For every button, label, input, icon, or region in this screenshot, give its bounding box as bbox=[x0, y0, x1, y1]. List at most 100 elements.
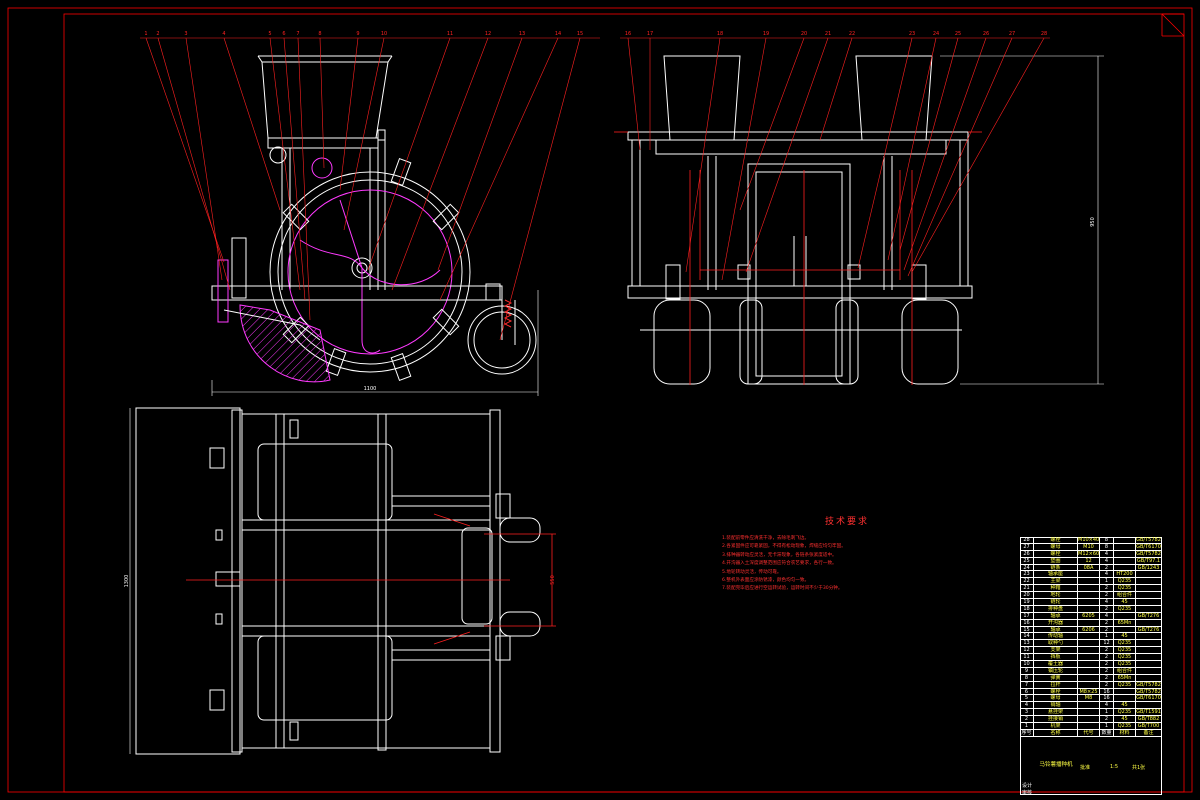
bom-cell-code bbox=[1078, 654, 1100, 661]
bom-cell-name: 轴承 bbox=[1034, 612, 1078, 619]
part-balloon: 17 bbox=[647, 31, 653, 37]
bom-cell-no: 11 bbox=[1020, 654, 1034, 661]
part-balloon: 6 bbox=[282, 31, 285, 37]
bom-cell-code: M12×60 bbox=[1078, 550, 1100, 557]
checked-by-label: 审核 bbox=[1022, 790, 1033, 796]
bom-cell-name: 弹簧 bbox=[1034, 674, 1078, 681]
bom-cell-code: 12 bbox=[1078, 557, 1100, 564]
bom-cell-mat bbox=[1114, 626, 1136, 633]
bom-cell-name: 传动轴 bbox=[1034, 633, 1078, 640]
bom-cell-qty: 4 bbox=[1100, 571, 1114, 578]
part-balloon: 4 bbox=[222, 31, 225, 37]
bom-cell-name: 覆土器 bbox=[1034, 661, 1078, 667]
bom-cell-mat: Q235 bbox=[1114, 605, 1136, 612]
bom-cell-mat: Q235 bbox=[1114, 723, 1136, 729]
tech-note-line: 4.开沟器入土深度调整范围应符合农艺要求，各行一致。 bbox=[722, 561, 837, 567]
bom-cell-no: 21 bbox=[1020, 585, 1034, 592]
technical-requirements: 技术要求 1.装配前零件应清洗干净，去除毛刺飞边。 2.各紧固件应可靠紧固，不得… bbox=[722, 514, 972, 594]
bom-cell-qty: 2 bbox=[1100, 647, 1114, 654]
bom-header-name: 名称 bbox=[1034, 729, 1078, 736]
bom-cell-std bbox=[1136, 633, 1162, 640]
bom-cell-mat: Q235 bbox=[1114, 681, 1136, 688]
bom-cell-name: 镇压轮 bbox=[1034, 667, 1078, 674]
bom-cell-qty: 1 bbox=[1100, 709, 1114, 716]
bom-cell-std: GB/1243 bbox=[1136, 564, 1162, 571]
bom-cell-name: 种箱 bbox=[1034, 585, 1078, 592]
bom-cell-no: 9 bbox=[1020, 667, 1034, 674]
part-balloon: 20 bbox=[801, 31, 807, 37]
bom-header-std: 备注 bbox=[1136, 729, 1162, 736]
bom-cell-name: 垫圈 bbox=[1034, 557, 1078, 564]
part-balloon: 15 bbox=[577, 31, 583, 37]
bom-cell-code: 6205 bbox=[1078, 612, 1100, 619]
bom-cell-no: 3 bbox=[1020, 709, 1034, 716]
tech-note-line: 6.整机外表面应涂防锈漆，颜色均匀一致。 bbox=[722, 578, 810, 584]
bom-cell-name: 取种勺 bbox=[1034, 640, 1078, 647]
bom-cell-std: GB/T5782 bbox=[1136, 688, 1162, 695]
designed-by-label: 设计 bbox=[1022, 783, 1033, 789]
bom-cell-qty: 2 bbox=[1100, 619, 1114, 626]
bom-cell-code bbox=[1078, 667, 1100, 674]
approved-label: 批准 bbox=[1080, 765, 1091, 771]
bom-cell-qty: 2 bbox=[1100, 626, 1114, 633]
bom-cell-name: 挂接销 bbox=[1034, 716, 1078, 723]
bom-cell-code: M10×40 bbox=[1078, 537, 1100, 543]
bom-cell-no: 1 bbox=[1020, 723, 1034, 729]
leaders-side bbox=[620, 37, 1050, 281]
bom-cell-qty: 1 bbox=[1100, 723, 1114, 729]
part-balloon: 1 bbox=[144, 31, 147, 37]
part-balloon: 16 bbox=[625, 31, 631, 37]
tech-note-line: 7.装配完毕后应进行空运转试验，运转时间不少于30分钟。 bbox=[722, 586, 843, 592]
bom-cell-no: 22 bbox=[1020, 578, 1034, 585]
bom-cell-code bbox=[1078, 578, 1100, 585]
bom-cell-no: 8 bbox=[1020, 674, 1034, 681]
bom-cell-mat: Q235 bbox=[1114, 578, 1136, 585]
bom-cell-code bbox=[1078, 599, 1100, 605]
inner-frame bbox=[63, 13, 1185, 793]
part-balloon: 9 bbox=[356, 31, 359, 37]
bom-cell-mat: Q235 bbox=[1114, 661, 1136, 667]
scale-value: 1:5 bbox=[1110, 764, 1119, 770]
part-balloon: 18 bbox=[717, 31, 723, 37]
bom-cell-qty: 4 bbox=[1100, 599, 1114, 605]
bom-cell-mat bbox=[1114, 695, 1136, 702]
bom-cell-mat: 组合件 bbox=[1114, 592, 1136, 599]
bom-cell-mat: HT200 bbox=[1114, 571, 1136, 578]
bom-cell-mat: Q235 bbox=[1114, 709, 1136, 716]
bom-cell-mat: 45 bbox=[1114, 716, 1136, 723]
bom-cell-no: 27 bbox=[1020, 543, 1034, 550]
part-balloon: 10 bbox=[381, 31, 387, 37]
bom-cell-mat bbox=[1114, 543, 1136, 550]
bom-header-mat: 材料 bbox=[1114, 729, 1136, 736]
tech-note-line: 5.地轮转动灵活，传动可靠。 bbox=[722, 569, 782, 575]
bom-cell-no: 15 bbox=[1020, 626, 1034, 633]
bom-cell-std bbox=[1136, 667, 1162, 674]
bom-cell-code bbox=[1078, 674, 1100, 681]
bom-cell-no: 13 bbox=[1020, 640, 1034, 647]
bom-cell-code bbox=[1078, 633, 1100, 640]
bom-cell-code bbox=[1078, 619, 1100, 626]
bom-cell-code bbox=[1078, 661, 1100, 667]
bom-cell-std: GB/T6170 bbox=[1136, 543, 1162, 550]
tech-note-line: 1.装配前零件应清洗干净，去除毛刺飞边。 bbox=[722, 536, 810, 541]
side-view bbox=[627, 55, 1104, 385]
bom-cell-name: 链条 bbox=[1034, 564, 1078, 571]
bom-cell-name: 挡板 bbox=[1034, 654, 1078, 661]
bom-cell-std bbox=[1136, 640, 1162, 647]
bom-cell-name: 地轮 bbox=[1034, 592, 1078, 599]
bom-cell-no: 7 bbox=[1020, 681, 1034, 688]
bom-cell-qty: 2 bbox=[1100, 667, 1114, 674]
dim-front-width: 1100 bbox=[364, 386, 377, 392]
bom-cell-code: M10 bbox=[1078, 543, 1100, 550]
bom-cell-qty: 16 bbox=[1100, 695, 1114, 702]
